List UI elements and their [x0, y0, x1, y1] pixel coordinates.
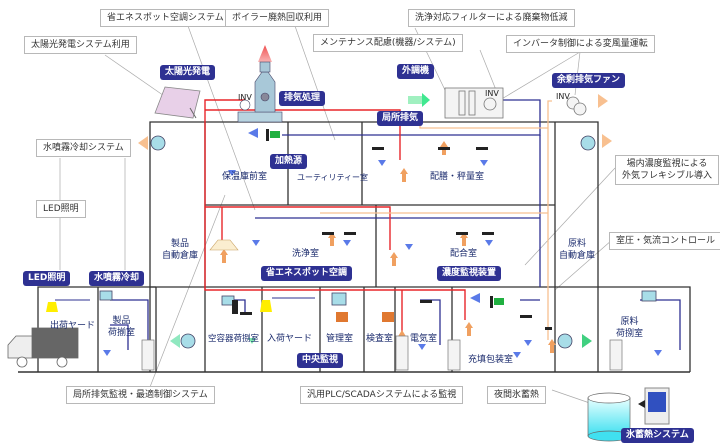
room-material-packing: 原料荷捌室: [616, 316, 643, 340]
callout-concentration-intake: 場内濃度監視による外気フレキシブル導入: [615, 155, 720, 185]
tag-concentration-monitor: 濃度監視装置: [437, 266, 502, 281]
tag-solar: 太陽光発電: [160, 65, 216, 80]
room-line: 荷捌室: [616, 329, 644, 339]
tag-exhaust-treatment: 排気処理: [279, 91, 326, 106]
room-receiving-yard: 入荷ヤード: [267, 334, 313, 344]
tag-heat-source: 加熱源: [270, 154, 308, 169]
callout-spot-ac-system: 省エネスポット空調システム: [100, 9, 231, 27]
exhaust-tower: [237, 61, 283, 123]
exhaust-lines: [320, 100, 552, 340]
tag-ice-storage: 氷蓄熱システム: [621, 428, 694, 443]
room-inspection: 検査室: [366, 334, 394, 344]
fans: [99, 135, 657, 349]
callout-solar-system: 太陽光発電システム利用: [24, 36, 137, 54]
callout-night-ice: 夜間氷蓄熱: [487, 386, 547, 404]
outdoor-ac-unit: [444, 87, 587, 119]
tag-local-exhaust: 局所排気: [377, 111, 424, 126]
room-line: 製品: [170, 239, 189, 249]
callout-mist-system: 水噴霧冷却システム: [36, 139, 131, 157]
tag-outdoor-ac: 外調機: [397, 64, 435, 79]
airflow-arrows: [103, 45, 662, 358]
callout-local-exhaust-system: 局所排気監視・最適制御システム: [66, 386, 215, 404]
room-line: 製品: [112, 316, 131, 326]
room-filling-packing: 充填包装室: [468, 355, 514, 365]
callout-boiler-heat: ボイラー廃熱回収利用: [225, 9, 330, 27]
callout-line: 外気フレキシブル導入: [622, 171, 713, 181]
truck-icon: [7, 327, 79, 368]
room-management: 管理室: [326, 334, 354, 344]
room-material-warehouse: 原料自動倉庫: [555, 238, 599, 262]
room-empty-container: 空容器荷捌室: [207, 334, 259, 344]
room-dispensing: 配膳・秤量室: [430, 172, 485, 182]
tag-central-monitor: 中央監視: [297, 353, 344, 368]
supply-ducts: [110, 99, 681, 360]
lights: [46, 239, 315, 312]
inv-label-fan: INV: [556, 92, 570, 101]
callout-maintenance: メンテナンス配慮(機器/システム): [313, 34, 463, 52]
room-line: 原料: [620, 317, 639, 327]
room-product-packing: 製品荷揃室: [108, 315, 135, 339]
inv-label-tower: INV: [238, 93, 252, 102]
solar-panel: [154, 86, 201, 119]
ice-storage-tank: [587, 387, 670, 442]
dampers: [232, 129, 552, 330]
room-shipping-yard: 出荷ヤード: [50, 321, 96, 331]
room-line: 自動倉庫: [161, 251, 198, 261]
tag-surplus-fan: 余剰排気ファン: [552, 73, 626, 88]
tag-spot-ac: 省エネスポット空調: [261, 266, 353, 281]
room-utility: ユーティリティー室: [297, 173, 369, 182]
room-blending: 配合室: [450, 249, 478, 259]
room-product-warehouse: 製品自動倉庫: [156, 238, 204, 262]
room-line: 自動倉庫: [558, 251, 595, 261]
room-line: 原料: [567, 239, 586, 249]
room-electrical: 電気室: [410, 334, 438, 344]
heat-lines: [204, 99, 466, 345]
callout-plc-scada: 汎用PLC/SCADAシステムによる監視: [300, 386, 464, 404]
callout-line: 場内濃度監視による: [626, 159, 708, 169]
room-warm-storage-anteroom: 保温庫前室: [222, 172, 268, 182]
room-line: 荷揃室: [108, 328, 136, 338]
tag-mist: 水噴霧冷却: [89, 271, 145, 286]
callout-inverter: インバータ制御による変風量運転: [506, 35, 655, 53]
room-washing: 洗浄室: [292, 249, 320, 259]
callout-led-lighting: LED照明: [36, 200, 86, 218]
callout-filter: 洗浄対応フィルターによる廃棄物低減: [408, 9, 575, 27]
inv-label-ac: INV: [485, 89, 499, 98]
tag-led: LED照明: [23, 271, 71, 286]
callout-pressure-control: 室圧・気流コントロール: [609, 232, 720, 250]
